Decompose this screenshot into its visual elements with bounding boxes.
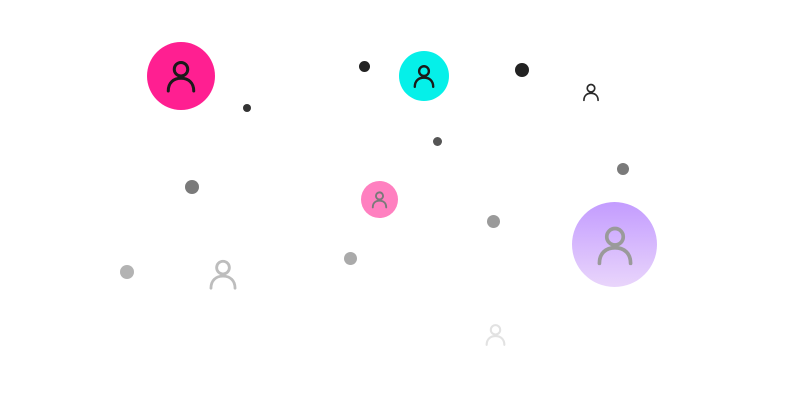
decorative-dot: [120, 265, 134, 279]
decorative-dot: [617, 163, 629, 175]
user-icon: [371, 191, 388, 209]
user-icon[interactable]: [579, 80, 603, 104]
decorative-dot: [359, 61, 370, 72]
user-icon: [413, 65, 435, 89]
decorative-dot: [243, 104, 251, 112]
user-icon: [166, 61, 196, 93]
decorative-dot: [515, 63, 529, 77]
user-icon: [597, 226, 632, 265]
avatar[interactable]: [147, 42, 215, 110]
avatar[interactable]: [572, 202, 657, 287]
user-icon[interactable]: [482, 321, 509, 348]
user-icon[interactable]: [204, 255, 241, 292]
avatar[interactable]: [399, 51, 449, 101]
decorative-dot: [433, 137, 442, 146]
avatar[interactable]: [361, 181, 398, 218]
decorative-dot: [185, 180, 199, 194]
decorative-dot: [487, 215, 500, 228]
decorative-dot: [344, 252, 357, 265]
